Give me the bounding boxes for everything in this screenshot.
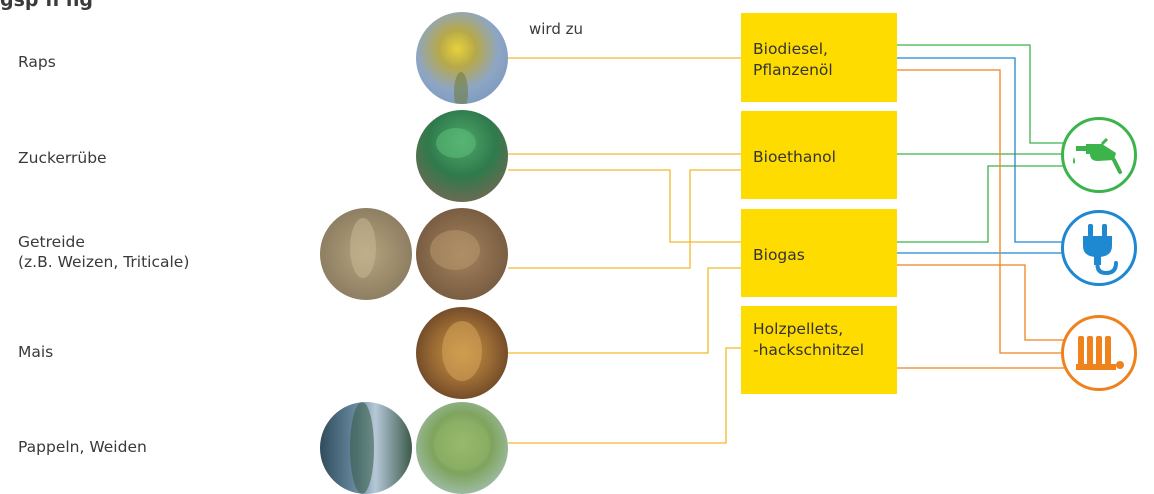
line-mais-biogas: [508, 267, 741, 354]
product-label-line: -hackschnitzel: [753, 341, 865, 359]
product-label-line: Pflanzenöl: [753, 61, 833, 79]
line-biogas-heat: [897, 264, 1067, 341]
crop-label-zuckerruebe: Zuckerrübe: [18, 149, 107, 167]
product-label-line: Biodiesel,: [753, 40, 828, 58]
product-box-biodiesel: Biodiesel, Pflanzenöl: [741, 13, 897, 102]
product-label-line: Bioethanol: [753, 148, 836, 166]
fuel-pump-icon: [1061, 117, 1137, 193]
line-biodiesel-power: [897, 57, 1067, 243]
product-box-bioethanol: Bioethanol: [741, 111, 897, 199]
line-biodiesel-fuel: [897, 44, 1067, 144]
photo-pappeln-2: [416, 402, 508, 494]
photo-raps: [416, 12, 508, 104]
power-plug-icon: [1061, 210, 1137, 286]
product-box-biogas: Biogas: [741, 209, 897, 297]
line-biogas-fuel: [897, 165, 1067, 243]
photo-zuckerruebe: [416, 110, 508, 202]
photo-mais: [416, 307, 508, 399]
crop-label-getreide: Getreide (z.B. Weizen, Triticale): [18, 233, 190, 271]
line-zuckerruebe-biogas: [508, 169, 741, 243]
photo-getreide-1: [320, 208, 412, 300]
photo-getreide-2: [416, 208, 508, 300]
crop-label-raps: Raps: [18, 53, 56, 71]
product-label-line: Holzpellets,: [753, 320, 844, 338]
photo-pappeln-1: [320, 402, 412, 494]
radiator-icon: [1061, 315, 1137, 391]
product-label-line: Biogas: [753, 246, 805, 264]
diagram-title: gsp fi ng: [0, 0, 93, 11]
crop-label-mais: Mais: [18, 343, 54, 361]
line-pappeln-holz: [508, 347, 741, 444]
line-getreide-bioethanol: [508, 169, 741, 269]
connector-label: wird zu: [529, 20, 584, 38]
product-box-holz: Holzpellets, -hackschnitzel: [741, 306, 897, 394]
line-biodiesel-heat: [897, 69, 1067, 354]
crop-label-pappeln: Pappeln, Weiden: [18, 438, 147, 456]
